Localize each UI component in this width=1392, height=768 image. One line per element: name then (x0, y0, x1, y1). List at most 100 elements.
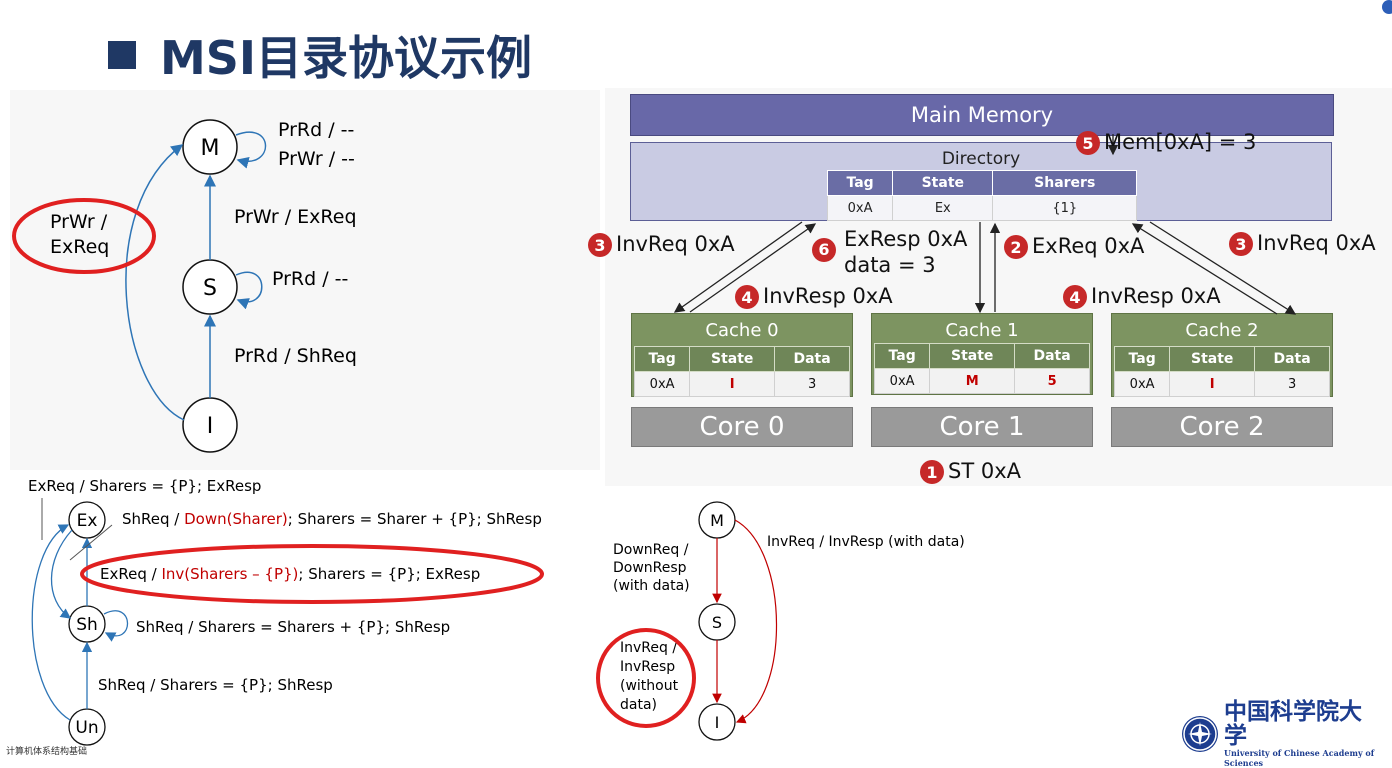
cache-1-title: Cache 1 (945, 320, 1019, 341)
dir-cell-sharers: {1} (992, 195, 1137, 221)
s-to-m-label: PrWr / ExReq (234, 206, 357, 228)
cache-header-state: State (689, 346, 776, 372)
cache-0-table: Tag State Data 0xA I 3 (633, 346, 850, 397)
dir-cell-tag: 0xA (826, 195, 894, 221)
state-m-label: M (201, 136, 220, 161)
cache-header-tag: Tag (633, 346, 691, 372)
cache-cell-state: I (689, 371, 776, 397)
cache-0-title: Cache 0 (705, 320, 779, 341)
s-to-i-label-3: (without (620, 678, 679, 694)
directory-fsm-diagram: ExReq / Sharers = {P}; ExResp Ex Sh Un S… (28, 477, 544, 746)
ex-to-sh-arrow (50, 529, 73, 619)
cache-header-data: Data (774, 346, 850, 372)
highlight-circle-invreq (596, 628, 696, 728)
core-0: Core 0 (631, 407, 853, 447)
cache-cell-data: 3 (1254, 371, 1330, 397)
ucas-seal-icon (1182, 716, 1218, 752)
s-to-i-label-4: data) (620, 697, 657, 713)
dir-header-sharers: Sharers (992, 170, 1137, 196)
state-ex-label: Ex (77, 511, 98, 531)
step-4a-badge: 4 (735, 285, 759, 309)
cache-0: Cache 0 Tag State Data 0xA I 3 (631, 313, 853, 397)
step-3a-badge: 3 (588, 233, 612, 257)
highlight-ellipse-prwr (12, 198, 156, 274)
cache-2-title: Cache 2 (1185, 320, 1259, 341)
s-self-loop (235, 271, 263, 310)
small-state-i-circle (698, 703, 736, 741)
cache-cell-state: I (1169, 371, 1256, 397)
cache-cell-data: 5 (1014, 368, 1090, 394)
dir-top-label: ExReq / Sharers = {P}; ExResp (28, 477, 261, 495)
sh-to-ex-label: ExReq / Inv(Sharers – {P}); Sharers = {P… (100, 565, 480, 583)
state-s-label: S (203, 276, 217, 301)
cache-cell-tag: 0xA (633, 371, 691, 397)
core-2: Core 2 (1111, 407, 1333, 447)
step-3b-text: InvReq 0xA (1257, 231, 1376, 255)
step-1-badge: 1 (920, 460, 944, 484)
i-to-m-label-2: ExReq (50, 236, 109, 258)
sh-self-loop (103, 610, 129, 642)
main-memory-box: Main Memory (630, 94, 1334, 136)
step-3a-text: InvReq 0xA (616, 232, 735, 256)
step-4a-text: InvResp 0xA (763, 284, 893, 308)
invresp-0-arrow (689, 223, 817, 313)
ucas-logo-en: University of Chinese Academy of Science… (1224, 748, 1375, 768)
cache-header-state: State (929, 343, 1016, 369)
small-state-m-label: M (710, 511, 724, 530)
slide-title: MSI目录协议示例 (108, 22, 532, 88)
cache-1-table: Tag State Data 0xA M 5 (873, 343, 1090, 394)
small-state-s-label: S (712, 613, 722, 632)
m-to-s-label-2: DownResp (613, 560, 687, 576)
directory-box: Directory Tag State Sharers 0xA Ex {1} (630, 142, 1332, 221)
cache-header-tag: Tag (873, 343, 931, 369)
step-6-label: 6 ExResp 0xA data = 3 (812, 226, 967, 278)
dir-header-tag: Tag (826, 170, 894, 196)
ucas-logo: 中国科学院大学 University of Chinese Academy of… (1182, 700, 1377, 768)
step-2-badge: 2 (1004, 235, 1028, 259)
state-sh-label: Sh (76, 615, 98, 635)
cache-2-table: Tag State Data 0xA I 3 (1113, 346, 1330, 397)
un-to-sh-label: ShReq / Sharers = {P}; ShResp (98, 676, 333, 694)
message-arrows (673, 134, 1297, 315)
m-to-i-label: InvReq / InvResp (with data) (767, 534, 965, 550)
cache-2: Cache 2 Tag State Data 0xA I 3 (1111, 313, 1333, 397)
cache-response-fsm-diagram: M S I DownReq / DownResp (with data) Inv… (596, 501, 965, 741)
step-4b-text: InvResp 0xA (1091, 284, 1221, 308)
title-bullet-icon (108, 41, 136, 69)
cache-fsm-diagram: M S I PrRd / -- PrWr / -- PrWr / ExReq P… (12, 119, 357, 453)
title-text: MSI目录协议示例 (160, 31, 533, 85)
highlight-ellipse-exreq (80, 544, 544, 604)
step-5-text: Mem[0xA] = 3 (1104, 130, 1257, 154)
invresp-2-arrow (1131, 223, 1278, 315)
cache-header-state: State (1169, 346, 1256, 372)
directory-title: Directory (941, 149, 1021, 169)
cache-cell-tag: 0xA (1113, 371, 1171, 397)
invreq-0-arrow (673, 221, 803, 313)
corner-badge-icon (1382, 0, 1392, 14)
m-to-s-label-3: (with data) (613, 578, 690, 594)
s-to-i-label-1: InvReq / (620, 640, 677, 656)
ex-self-leader (69, 524, 113, 561)
invreq-2-arrow (1149, 221, 1297, 315)
cache-header-data: Data (1014, 343, 1090, 369)
footnote: 计算机体系结构基础 (6, 747, 88, 757)
cache-cell-data: 3 (774, 371, 850, 397)
un-to-ex-arrow (31, 524, 71, 721)
ucas-logo-cn: 中国科学院大学 (1224, 698, 1362, 749)
m-to-i-arrow (734, 519, 778, 724)
sh-self-label: ShReq / Sharers = Sharers + {P}; ShResp (136, 618, 450, 636)
directory-table: Tag State Sharers 0xA Ex {1} (826, 170, 1137, 221)
step-6-text-1: ExResp 0xA (844, 227, 968, 251)
m-self-label-2: PrWr / -- (278, 148, 355, 170)
m-self-loop (235, 131, 267, 169)
step-6-badge: 6 (812, 238, 836, 262)
i-to-m-label-1: PrWr / (50, 211, 108, 233)
step-4b-badge: 4 (1063, 285, 1087, 309)
m-to-s-label-1: DownReq / (613, 542, 689, 558)
